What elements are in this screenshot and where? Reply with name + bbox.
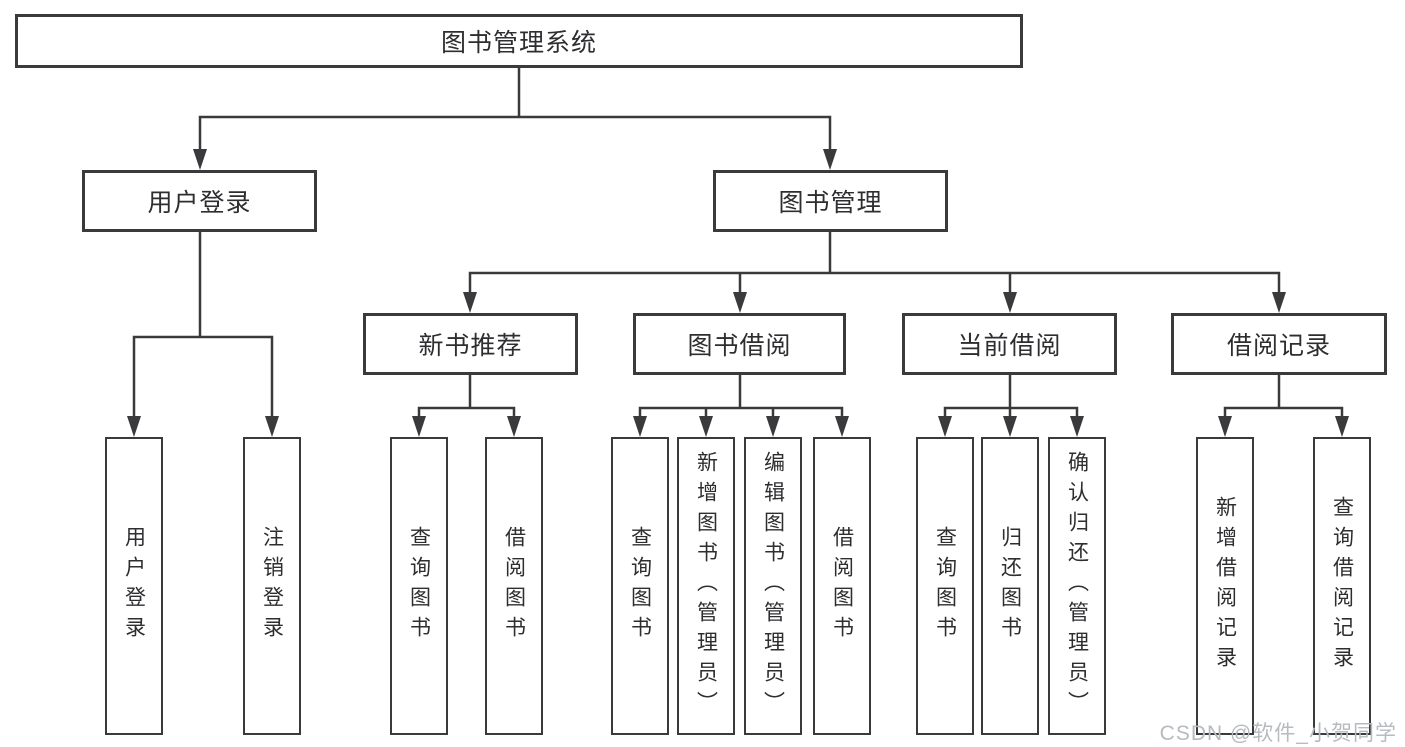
- node-book-borrowing: 图书借阅: [633, 313, 846, 375]
- node-borrowing-records: 借阅记录: [1171, 313, 1387, 375]
- arrow-down-icon: [463, 292, 477, 313]
- node-library-management-system: 图书管理系统: [15, 14, 1023, 68]
- arrow-down-icon: [412, 416, 426, 437]
- arrow-down-icon: [938, 416, 952, 437]
- arrow-down-icon: [1070, 416, 1084, 437]
- node-new-book-recommendation: 新书推荐: [363, 313, 578, 375]
- node-label: 图书管理系统: [440, 29, 597, 57]
- arrow-down-icon: [633, 416, 647, 437]
- node-user-login: 用户登录: [82, 170, 317, 232]
- node-label: 图书管理: [778, 189, 883, 217]
- leaf-query-books-borrowing: 查询图书: [611, 437, 669, 735]
- arrow-down-icon: [507, 416, 521, 437]
- node-current-borrowing: 当前借阅: [902, 313, 1117, 375]
- node-label: 用户登录: [147, 189, 252, 217]
- arrow-down-icon: [1003, 416, 1017, 437]
- node-label: 查询图书: [628, 526, 652, 646]
- node-label: 借阅图书: [830, 526, 854, 646]
- arrow-down-icon: [823, 149, 837, 170]
- arrow-down-icon: [835, 416, 849, 437]
- node-label: 确认归还（管理员）: [1065, 451, 1089, 721]
- node-label: 查询图书: [933, 526, 957, 646]
- arrow-down-icon: [1218, 416, 1232, 437]
- leaf-query-borrow-record: 查询借阅记录: [1313, 437, 1371, 735]
- node-label: 新增借阅记录: [1213, 496, 1237, 676]
- arrow-down-icon: [1272, 292, 1286, 313]
- node-label: 图书借阅: [687, 332, 792, 360]
- leaf-query-books-recommend: 查询图书: [390, 437, 448, 735]
- arrow-down-icon: [193, 149, 207, 170]
- node-label: 归还图书: [998, 526, 1022, 646]
- arrow-down-icon: [733, 292, 747, 313]
- arrow-down-icon: [265, 416, 279, 437]
- node-label: 借阅记录: [1226, 332, 1331, 360]
- arrow-down-icon: [1335, 416, 1349, 437]
- node-label: 借阅图书: [502, 526, 526, 646]
- node-label: 用户登录: [122, 526, 146, 646]
- leaf-user-login: 用户登录: [105, 437, 163, 735]
- leaf-borrow-books-recommend: 借阅图书: [485, 437, 543, 735]
- node-label: 新书推荐: [418, 332, 523, 360]
- leaf-return-books: 归还图书: [981, 437, 1039, 735]
- node-book-management: 图书管理: [713, 170, 948, 232]
- arrow-down-icon: [766, 416, 780, 437]
- arrow-down-icon: [127, 416, 141, 437]
- node-label: 查询借阅记录: [1330, 496, 1354, 676]
- node-label: 新增图书（管理员）: [694, 451, 718, 721]
- leaf-confirm-return-admin: 确认归还（管理员）: [1048, 437, 1106, 735]
- arrow-down-icon: [699, 416, 713, 437]
- leaf-edit-book-admin: 编辑图书（管理员）: [744, 437, 802, 735]
- arrow-down-icon: [1003, 292, 1017, 313]
- leaf-add-borrow-record: 新增借阅记录: [1196, 437, 1254, 735]
- leaf-query-books-current: 查询图书: [916, 437, 974, 735]
- node-label: 注销登录: [260, 526, 284, 646]
- node-label: 编辑图书（管理员）: [761, 451, 785, 721]
- node-label: 查询图书: [407, 526, 431, 646]
- leaf-logout: 注销登录: [243, 437, 301, 735]
- leaf-add-book-admin: 新增图书（管理员）: [677, 437, 735, 735]
- leaf-borrow-books-borrowing: 借阅图书: [813, 437, 871, 735]
- node-label: 当前借阅: [957, 332, 1062, 360]
